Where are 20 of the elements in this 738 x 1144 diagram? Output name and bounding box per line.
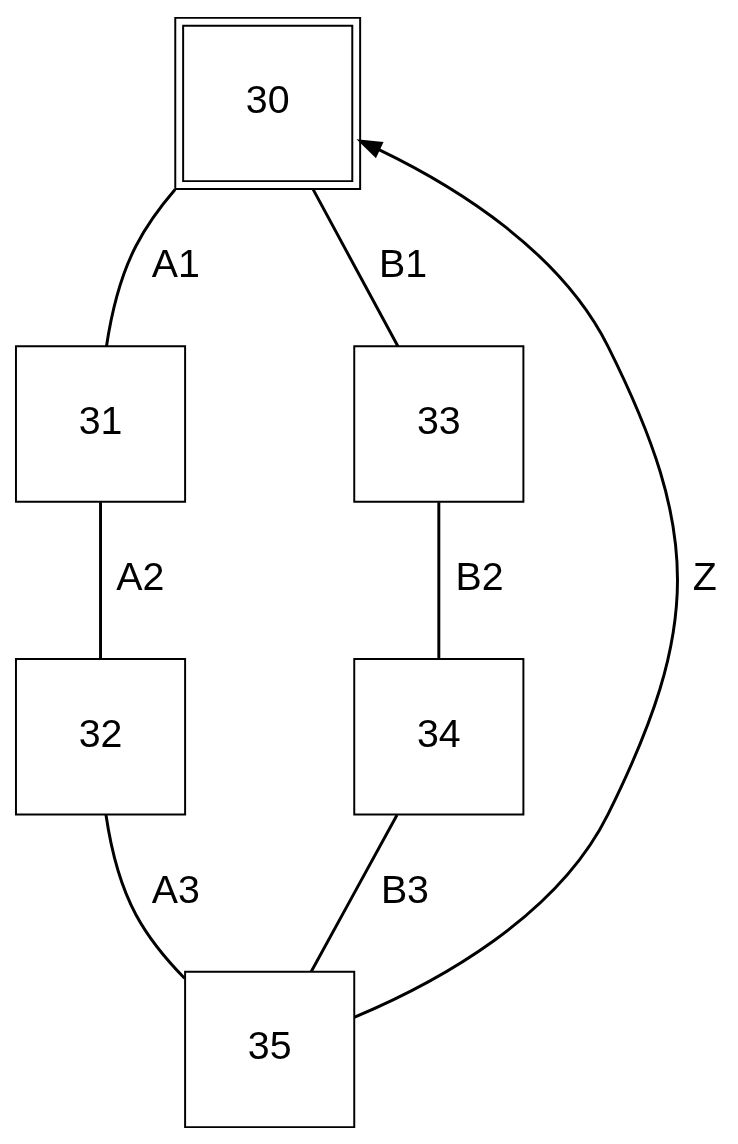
- connector: [310, 813, 399, 972]
- arrow: [353, 138, 679, 1019]
- node-box: 31: [14, 344, 187, 503]
- connector: [105, 188, 177, 346]
- node-box: 35: [184, 970, 356, 1128]
- edge-label: B2: [455, 553, 504, 598]
- edge-label: A1: [151, 240, 200, 285]
- node-box: 34: [353, 657, 525, 815]
- connector: [99, 501, 102, 659]
- node-box: 32: [14, 657, 187, 815]
- connector: [437, 501, 441, 659]
- edge-label: Z: [692, 553, 717, 598]
- edge-label: A2: [116, 553, 165, 598]
- connector: [104, 814, 186, 979]
- edge-label: A3: [151, 866, 200, 911]
- node-box: 30: [174, 16, 362, 190]
- edge-label: B1: [378, 240, 428, 285]
- node-box: 33: [353, 344, 525, 503]
- edge-label: B3: [380, 866, 429, 911]
- connector: [311, 188, 400, 347]
